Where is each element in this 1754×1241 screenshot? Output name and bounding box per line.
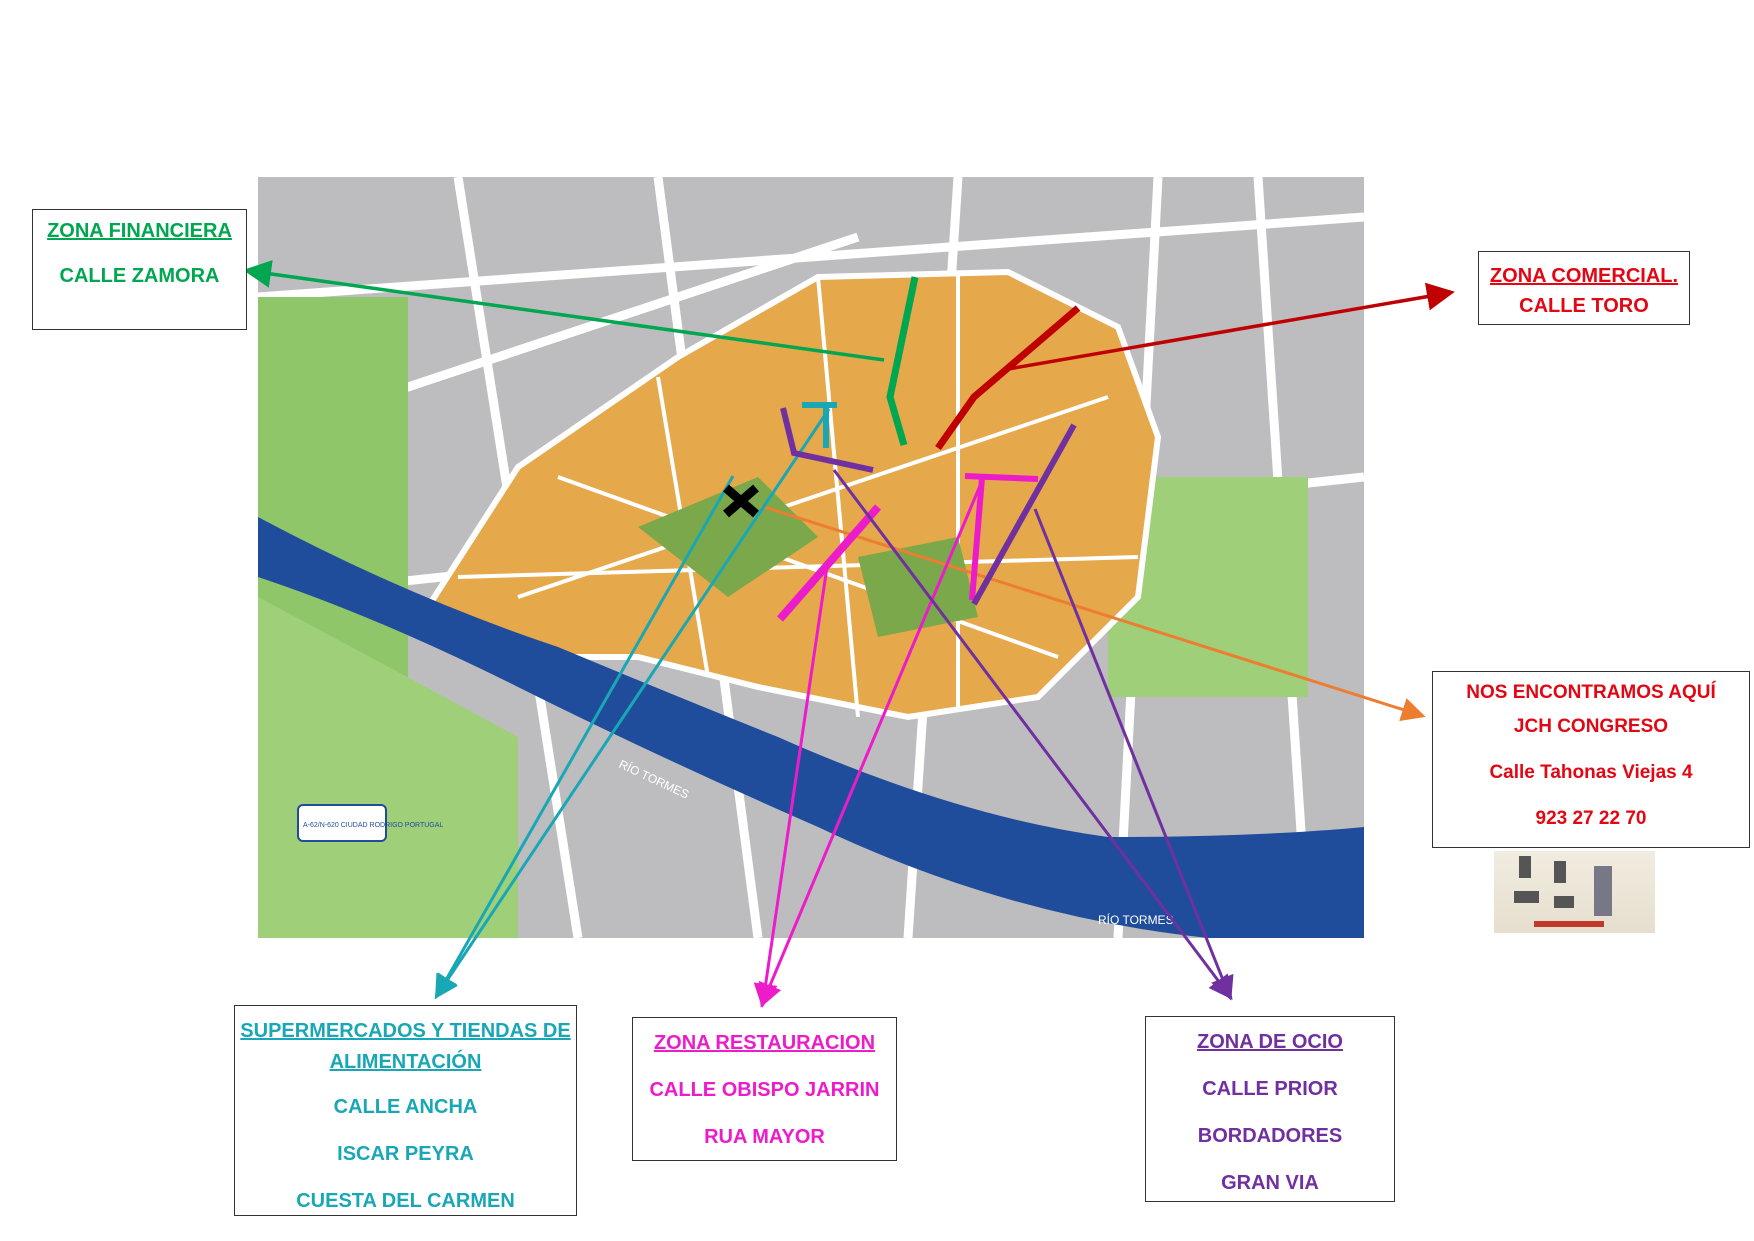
comercial-title: ZONA COMERCIAL. (1489, 265, 1679, 287)
location-hotel: JCH CONGRESO (1513, 716, 1669, 737)
location-address: Calle Tahonas Viejas 4 (1489, 762, 1693, 783)
location-line1: NOS ENCONTRAMOS AQUÍ (1466, 682, 1716, 703)
supermercados-title-2: ALIMENTACIÓN (329, 1051, 482, 1073)
city-map[interactable]: RÍO TORMES RÍO TORMES A-62/N-620 CIUDAD … (258, 177, 1364, 938)
restauracion-box: ZONA RESTAURACION CALLE OBISPO JARRIN RU… (632, 1017, 897, 1161)
river-label-2: RÍO TORMES (1098, 912, 1174, 927)
financiera-street: CALLE ZAMORA (59, 265, 220, 287)
location-phone: 923 27 22 70 (1535, 808, 1647, 829)
ocio-street: CALLE PRIOR (1202, 1078, 1338, 1100)
ocio-street: BORDADORES (1197, 1125, 1343, 1147)
ocio-title: ZONA DE OCIO (1197, 1031, 1343, 1053)
restauracion-street: CALLE OBISPO JARRIN (649, 1079, 880, 1101)
financiera-title: ZONA FINANCIERA (47, 220, 232, 242)
supermercados-title: SUPERMERCADOS Y TIENDAS DE (240, 1020, 571, 1042)
ocio-box: ZONA DE OCIO CALLE PRIOR BORDADORES GRAN… (1145, 1016, 1395, 1202)
location-box: NOS ENCONTRAMOS AQUÍ JCH CONGRESO Calle … (1432, 671, 1750, 848)
financiera-box: ZONA FINANCIERA CALLE ZAMORA (32, 209, 247, 330)
restauracion-title: ZONA RESTAURACION (653, 1032, 876, 1054)
hotel-photo (1494, 851, 1655, 933)
road-sign: A-62/N-620 CIUDAD RODRIGO PORTUGAL (303, 822, 443, 829)
supermercados-street: ISCAR PEYRA (337, 1143, 474, 1165)
comercial-box: ZONA COMERCIAL. CALLE TORO (1478, 251, 1690, 325)
ocio-street: GRAN VIA (1221, 1172, 1319, 1194)
supermercados-box: SUPERMERCADOS Y TIENDAS DE ALIMENTACIÓN … (234, 1005, 577, 1216)
comercial-street: CALLE TORO (1519, 295, 1649, 317)
supermercados-street: CALLE ANCHA (333, 1096, 478, 1118)
restauracion-street: RUA MAYOR (704, 1126, 825, 1148)
supermercados-street: CUESTA DEL CARMEN (296, 1190, 515, 1212)
